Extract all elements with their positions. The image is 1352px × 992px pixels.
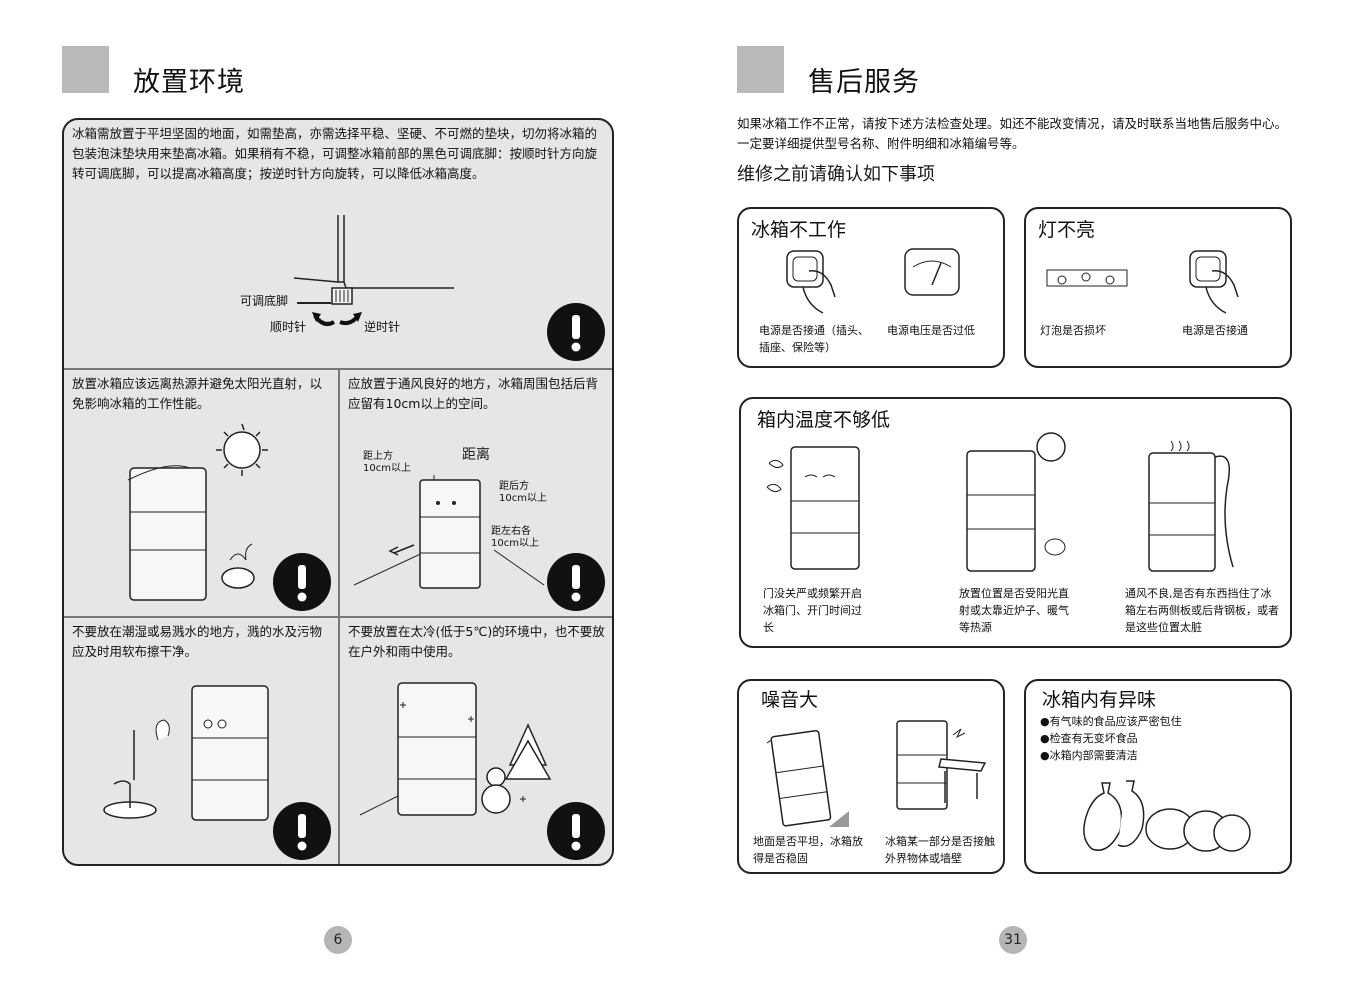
food-bags-illustration — [1083, 780, 1251, 852]
fridge-snow-illustration — [359, 682, 552, 816]
voltmeter-icon — [904, 248, 960, 296]
fridge-door-open-illustration — [766, 446, 860, 570]
not-working-caption-2: 电源电压是否过低 — [887, 324, 975, 337]
service-intro: 如果冰箱工作不正常，请按下述方法检查处理。如还不能改变情况，请及时联系当地售后服… — [737, 116, 1288, 151]
noise-caption-2: 冰箱某一部分是否接触外界物体或墙壁 — [885, 835, 995, 865]
page-title-right: 售后服务 — [808, 67, 920, 98]
top-distance-a: 距上方 — [363, 451, 393, 462]
light-bulb-icon — [1046, 269, 1128, 287]
not-working-caption-1: 电源是否接通（插头、插座、保险等） — [759, 324, 869, 354]
grid-vline — [338, 368, 340, 864]
odor-title: 冰箱内有异味 — [1042, 689, 1157, 711]
foot-label: 可调底脚 — [240, 294, 289, 308]
back-distance-b: 10cm以上 — [499, 493, 547, 504]
warning-icon — [547, 303, 605, 361]
warning-icon — [547, 802, 605, 860]
foot-pointer — [297, 302, 331, 304]
fridge-sunlight-illustration — [966, 432, 1066, 572]
service-subtitle: 维修之前请确认如下事项 — [737, 164, 935, 185]
back-distance-a: 距后方 — [499, 481, 529, 492]
temperature-box: 箱内温度不够低 门没关严或频繁开启冰箱门、开门时间过长 放置位置是否受阳光直射或… — [739, 397, 1292, 648]
temperature-caption-3: 通风不良,是否有东西挡住了冰箱左右两侧板或后背钢板，或者是这些位置太脏 — [1125, 587, 1279, 634]
distance-label: 距离 — [462, 447, 490, 463]
odor-item: ●有气味的食品应该严密包住 — [1040, 715, 1182, 728]
placement-box: 冰箱需放置于平坦坚固的地面，如需垫高，亦需选择平稳、坚硬、不可燃的垫块，切勿将冰… — [62, 118, 614, 866]
side-distance-b: 10cm以上 — [491, 538, 539, 549]
side-distance-a: 距左右各 — [491, 526, 531, 537]
plug-icon — [786, 250, 836, 314]
adjustable-foot-illustration — [293, 215, 454, 305]
noise-title: 噪音大 — [761, 689, 819, 711]
light-box: 灯不亮 灯泡是否损坏 电源是否接通 — [1024, 207, 1292, 368]
fridge-poor-ventilation-illustration — [1148, 440, 1234, 572]
temperature-caption-1: 门没关严或频繁开启冰箱门、开门时间过长 — [763, 587, 862, 634]
temperature-caption-2: 放置位置是否受阳光直射或太靠近炉子、暖气等热源 — [959, 587, 1069, 634]
warning-icon — [273, 802, 331, 860]
cold-cell-text: 不要放置在太冷(低于5℃)的环境中，也不要放在户外和雨中使用。 — [348, 624, 605, 659]
counterclockwise-label: 逆时针 — [364, 320, 401, 334]
odor-box: 冰箱内有异味 ●有气味的食品应该严密包住 ●检查有无变坏食品 ●冰箱内部需要清洁 — [1024, 679, 1292, 874]
page-number-right: 31 — [999, 926, 1027, 954]
fridge-touching-table-illustration — [896, 720, 987, 810]
rotation-arrows — [312, 312, 362, 326]
warning-icon — [547, 553, 605, 611]
clockwise-label: 顺时针 — [270, 320, 307, 334]
top-cell-text: 冰箱需放置于平坦坚固的地面，如需垫高，亦需选择平稳、坚硬、不可燃的垫块，切勿将冰… — [72, 126, 598, 181]
temperature-title: 箱内温度不够低 — [757, 409, 891, 431]
ventilation-illustration — [353, 475, 545, 589]
odor-item: ●检查有无变坏食品 — [1040, 732, 1138, 745]
humidity-cell-text: 不要放在潮湿或易溅水的地方，溅的水及污物应及时用软布擦干净。 — [72, 624, 323, 659]
heat-cell-text: 放置冰箱应该远离热源并避免太阳光直射，以免影响冰箱的工作性能。 — [72, 376, 323, 411]
odor-item: ●冰箱内部需要清洁 — [1040, 749, 1138, 762]
noise-caption-1: 地面是否平坦，冰箱放得是否稳固 — [753, 835, 863, 865]
light-title: 灯不亮 — [1038, 219, 1096, 241]
top-distance-b: 10cm以上 — [363, 463, 411, 474]
title-marker — [737, 46, 784, 93]
warning-icon — [273, 553, 331, 611]
fridge-tilted-illustration — [766, 730, 849, 827]
not-working-title: 冰箱不工作 — [751, 219, 847, 241]
page-title-left: 放置环境 — [133, 67, 245, 98]
ventilation-cell-text: 应放置于通风良好的地方，冰箱周围包括后背应留有10cm以上的空间。 — [348, 376, 599, 411]
not-working-box: 冰箱不工作 电源是否接通（插头、插座、保险等） 电源电压是否过低 — [737, 207, 1005, 368]
page-number-left: 6 — [324, 926, 352, 954]
light-caption-2: 电源是否接通 — [1182, 324, 1248, 337]
fridge-water-illustration — [103, 685, 269, 821]
noise-box: 噪音大 地面是否平坦，冰箱放得是否稳固 冰箱某一部分是否接触外界物体或墙壁 — [737, 679, 1005, 874]
title-marker — [62, 46, 109, 93]
plug-icon — [1189, 250, 1239, 314]
fridge-sun-illustration — [127, 423, 268, 601]
light-caption-1: 灯泡是否损坏 — [1040, 324, 1106, 337]
